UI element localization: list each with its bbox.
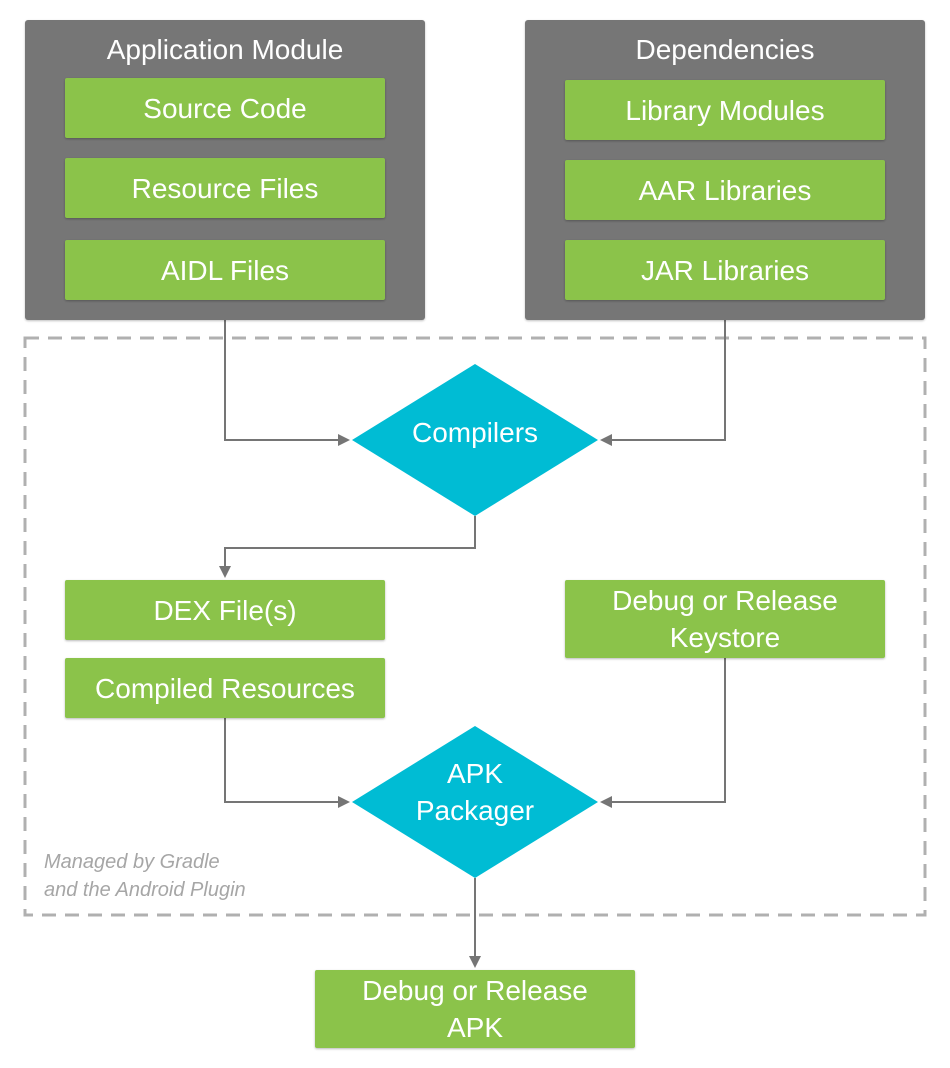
connector-dependencies-to-compilers (600, 320, 726, 446)
dex-files-box: DEX File(s) (65, 580, 385, 640)
apk-packager-diamond (352, 726, 598, 878)
library-modules-box: Library Modules (565, 80, 885, 140)
managed-note-line2: and the Android Plugin (44, 879, 246, 901)
application-module-title: Application Module (106, 34, 344, 65)
connector-compilers-to-dex (219, 516, 476, 578)
connector-app-module-to-compilers (224, 320, 350, 446)
gradle-managed-region (23, 336, 927, 917)
final-apk-line1: Debug or Release (362, 975, 588, 1006)
final-apk-line2: APK (446, 1012, 504, 1043)
final-apk-box: Debug or Release APK (315, 970, 635, 1048)
apk-packager-label: APK Packager (352, 752, 598, 832)
apk-packager-line1: APK (446, 758, 504, 789)
compilers-text: Compilers (411, 416, 539, 448)
jar-libraries-box: JAR Libraries (565, 240, 885, 300)
compilers-diamond (352, 364, 598, 516)
keystore-box: Debug or Release Keystore (565, 580, 885, 658)
dependencies-panel: Dependencies Library Modules AAR Librari… (525, 20, 925, 320)
compiled-resources-box: Compiled Resources (65, 658, 385, 718)
managed-by-gradle-note: Managed by Gradle and the Android Plugin (44, 848, 246, 904)
dependencies-title: Dependencies (635, 34, 815, 65)
application-module-panel: Application Module Source Code Resource … (25, 20, 425, 320)
aidl-files-box: AIDL Files (65, 240, 385, 300)
aar-libraries-box: AAR Libraries (565, 160, 885, 220)
connector-compiled-resources-to-packager (224, 718, 350, 808)
connector-keystore-to-packager (600, 658, 726, 808)
keystore-line2: Keystore (669, 622, 781, 653)
keystore-line1: Debug or Release (612, 585, 838, 616)
source-code-box: Source Code (65, 78, 385, 138)
resource-files-box: Resource Files (65, 158, 385, 218)
managed-note-line1: Managed by Gradle (44, 851, 220, 873)
compilers-label: Compilers (352, 402, 598, 462)
apk-packager-line2: Packager (415, 795, 535, 826)
